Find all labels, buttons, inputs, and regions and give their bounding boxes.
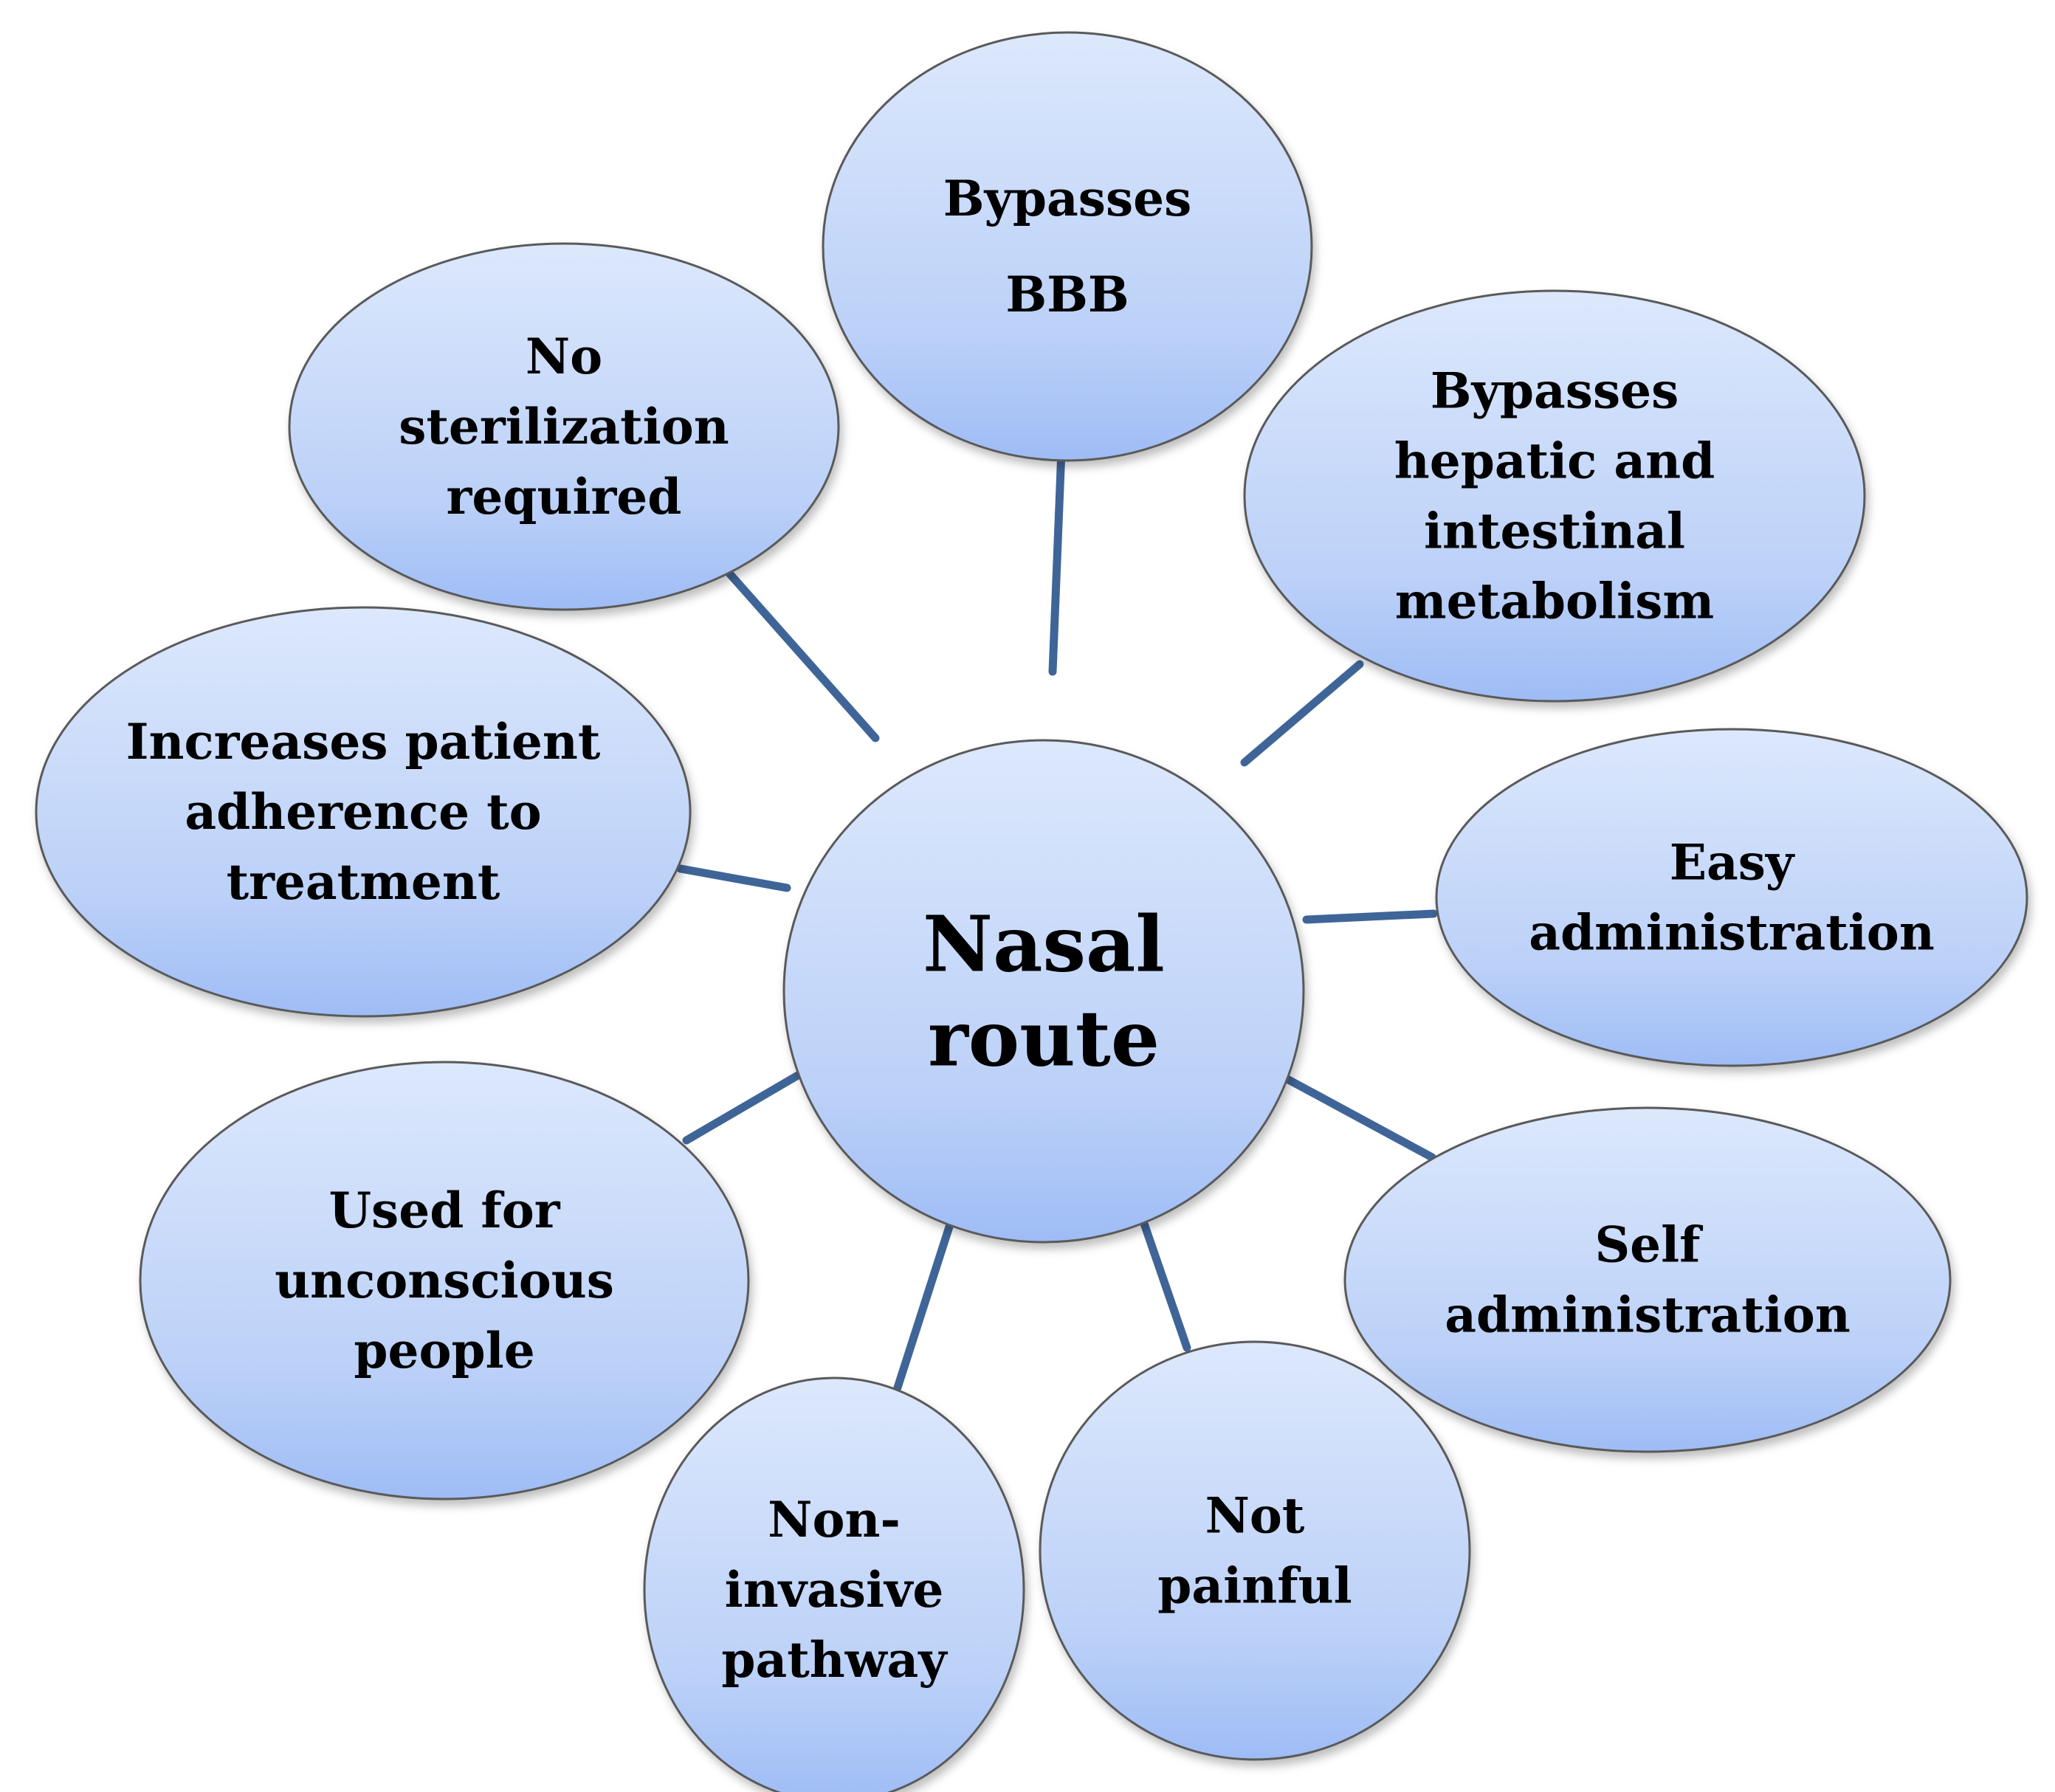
bubble-label-line: administration — [1529, 904, 1935, 962]
bubble-patient-adherence: Increases patient adherence to treatment — [35, 606, 692, 1018]
connector-self-administration — [1264, 1064, 1436, 1162]
bubble-not-painful: Not painful — [1039, 1340, 1471, 1761]
bubble-label-line: Self — [1594, 1216, 1703, 1274]
center-bubble-shape — [782, 739, 1305, 1244]
bubble-label-line: people — [354, 1322, 534, 1379]
bubble-shape — [1039, 1340, 1471, 1761]
bubble-label-line: metabolism — [1395, 573, 1714, 630]
connector-bypasses-hepatic — [1240, 660, 1364, 767]
bubble-no-sterilization: No sterilization required — [288, 242, 840, 611]
bubble-label-line: treatment — [227, 853, 500, 911]
connector-patient-adherence — [676, 864, 791, 892]
bubble-shape — [643, 1376, 1025, 1792]
connector-unconscious-people — [682, 1058, 824, 1145]
bubble-shape — [139, 1061, 750, 1500]
bubble-label-line: invasive — [725, 1561, 944, 1619]
bubble-shape — [1435, 728, 2028, 1067]
bubble-unconscious-people: Used for unconscious people — [139, 1061, 750, 1500]
bubble-label-line: intestinal — [1424, 503, 1685, 560]
connector-easy-administration — [1302, 909, 1438, 924]
bubble-shape — [1243, 289, 1866, 703]
bubble-label-line: adherence to — [185, 783, 541, 841]
bubble-self-administration: Self administration — [1343, 1106, 1952, 1453]
bubble-label-line: Bypasses — [1431, 362, 1679, 420]
bubble-label-line: painful — [1157, 1557, 1352, 1615]
bubble-label-line: administration — [1445, 1286, 1851, 1344]
bubble-bypasses-hepatic: Bypasses hepatic and intestinal metabolism — [1243, 289, 1866, 703]
connector-no-sterilization — [720, 564, 880, 742]
bubble-label-line: required — [447, 468, 682, 525]
bubble-label-line: Increases patient — [126, 713, 601, 771]
bubble-non-invasive: Non-invasive pathway — [643, 1376, 1025, 1792]
bubble-label-line: No — [526, 328, 602, 385]
bubble-shape — [822, 31, 1313, 462]
bubble-label-line: sterilization — [399, 398, 729, 455]
bubble-label-line: Bypasses — [943, 170, 1192, 227]
bubble-shape — [288, 242, 840, 611]
center-label-line: route — [928, 993, 1160, 1084]
connector-lines — [676, 446, 1438, 1392]
connector-bypasses-bbb — [1048, 446, 1066, 676]
bubble-shape — [35, 606, 692, 1018]
center-label-line: Nasal — [923, 899, 1165, 990]
bubble-label-line: Not — [1205, 1487, 1305, 1545]
bubble-label-line: hepatic and — [1394, 433, 1715, 490]
bubble-label-line: Non- — [768, 1491, 901, 1548]
bubble-easy-administration: Easy administration — [1435, 728, 2028, 1067]
bubble-label-line: unconscious — [275, 1252, 614, 1309]
bubble-label-line: Easy — [1670, 834, 1795, 892]
bubble-label-line: pathway — [721, 1631, 948, 1689]
bubble-label-line: BBB — [1005, 266, 1129, 323]
bubble-shape — [1343, 1106, 1952, 1453]
bubble-label-line: Used for — [328, 1182, 560, 1239]
